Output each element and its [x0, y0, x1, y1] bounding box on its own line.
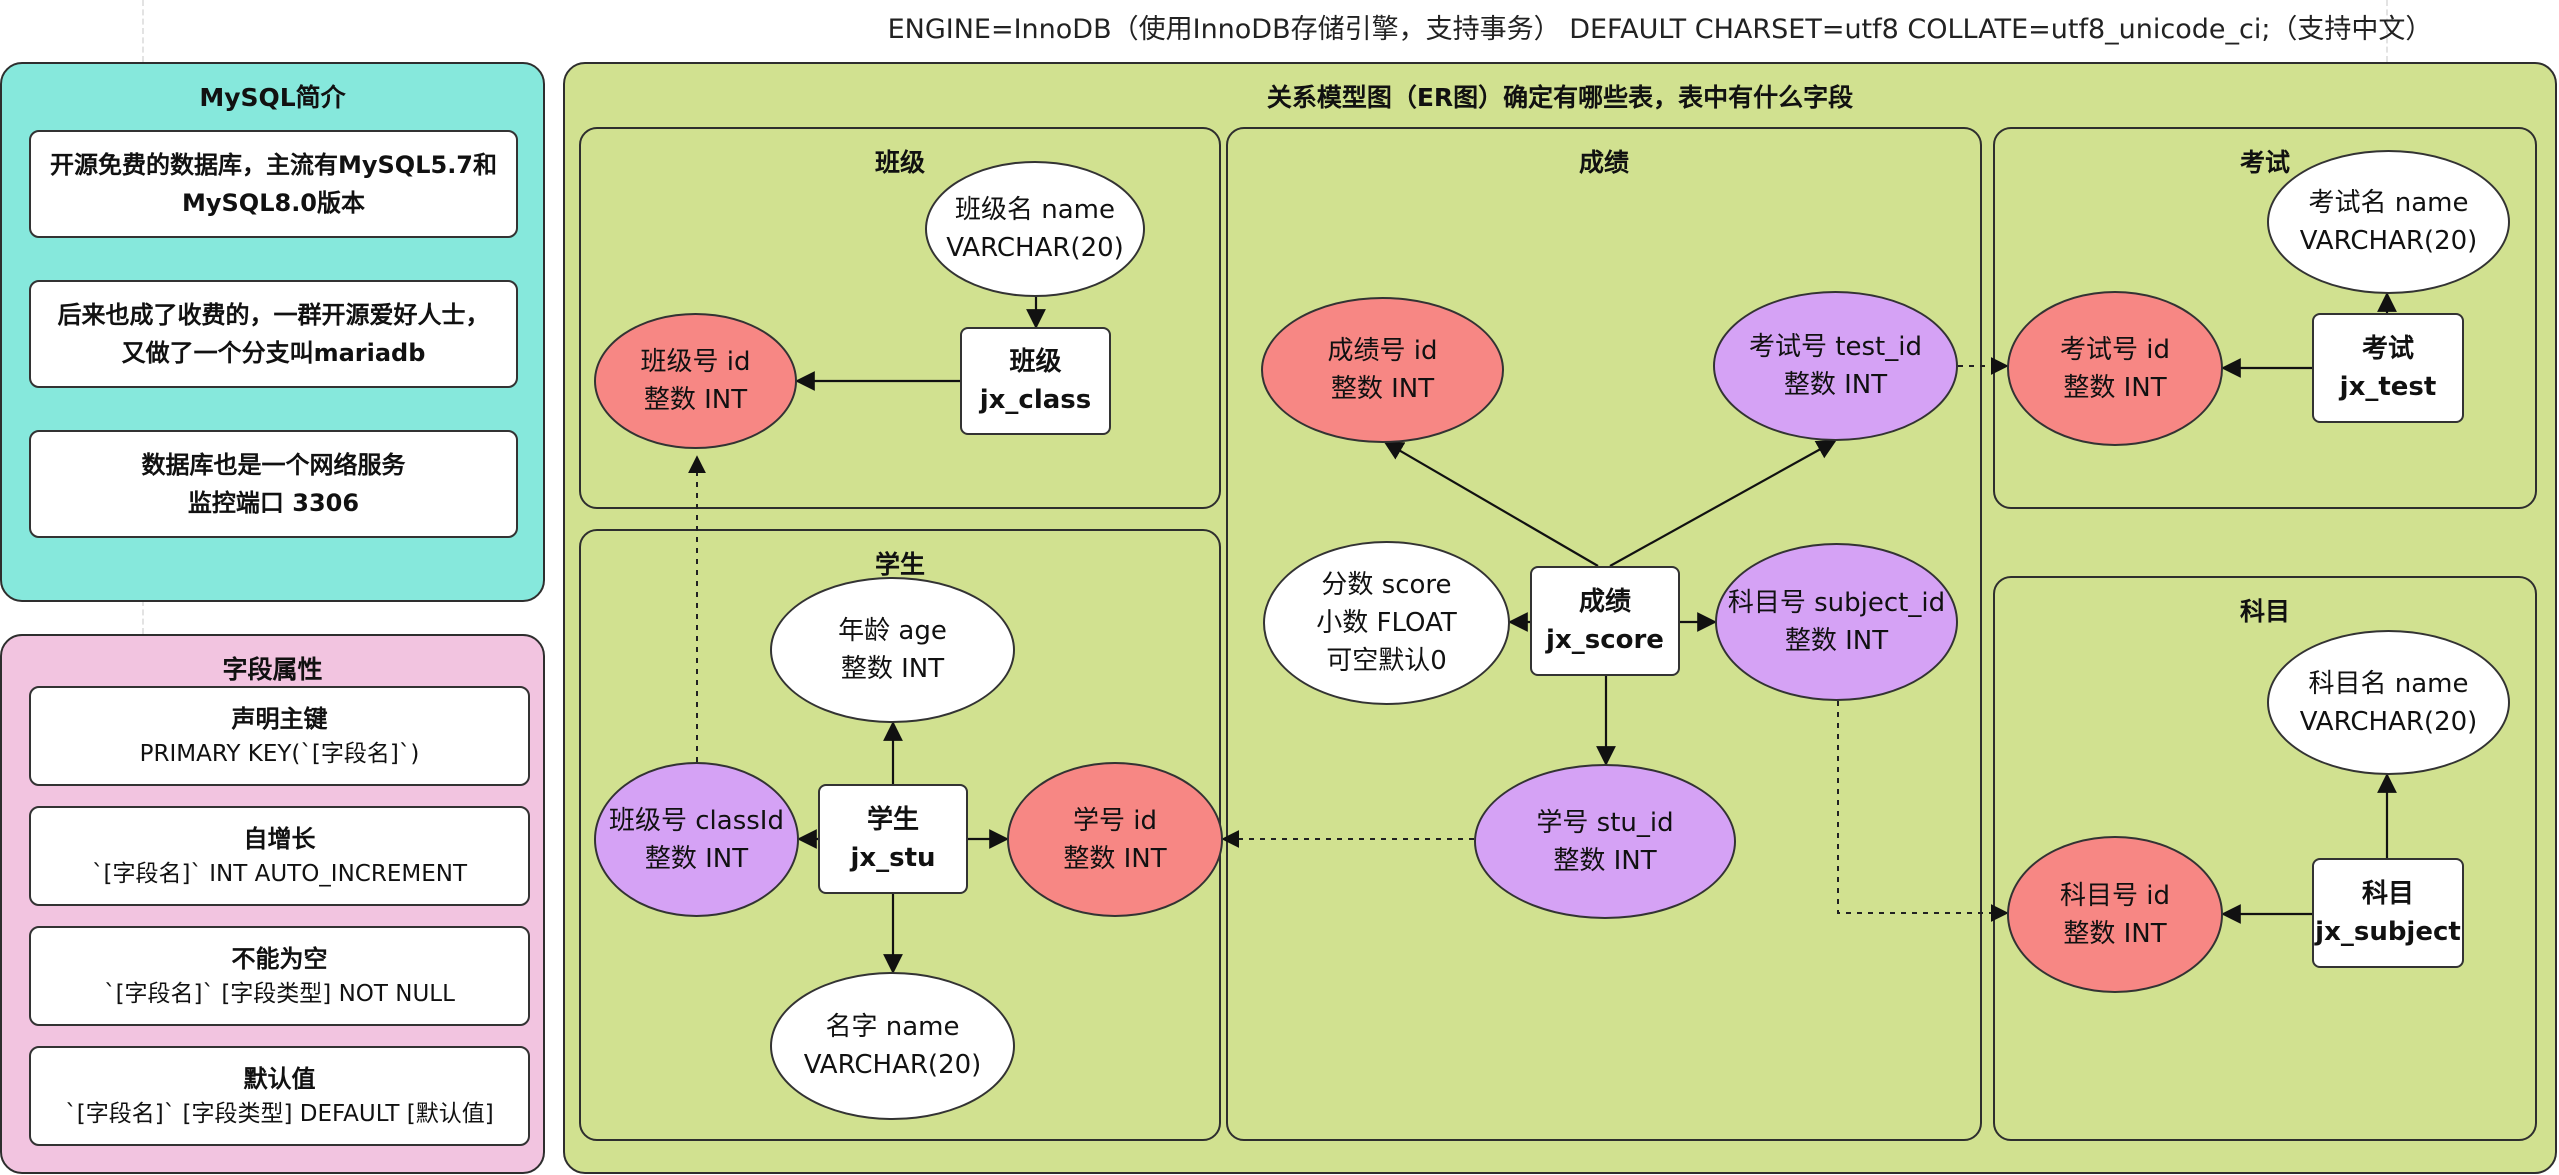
test-entity: 考试 jx_test	[2312, 313, 2464, 423]
class-entity: 班级 jx_class	[960, 327, 1111, 435]
subject-id-field: 科目号 id 整数 INT	[2007, 836, 2223, 993]
score-subjectid-field: 科目号 subject_id 整数 INT	[1715, 543, 1958, 701]
field-prop-item: 不能为空 `[字段名]` [字段类型] NOT NULL	[29, 926, 530, 1026]
field-properties-title: 字段属性	[222, 655, 323, 684]
guide-line	[142, 600, 144, 634]
link-score-testid	[1609, 440, 1837, 567]
fk-subjectid-to-subject	[1837, 701, 2009, 922]
link-score-id	[1383, 441, 1599, 567]
student-id-field: 学号 id 整数 INT	[1007, 762, 1223, 917]
class-table-group: 班级	[579, 127, 1221, 509]
score-stuid-field: 学号 stu_id 整数 INT	[1474, 764, 1736, 919]
test-id-field: 考试号 id 整数 INT	[2007, 291, 2223, 446]
field-prop-item: 自增长 `[字段名]` INT AUTO_INCREMENT	[29, 806, 530, 906]
subject-table-group: 科目	[1993, 576, 2537, 1141]
score-value-field: 分数 score 小数 FLOAT 可空默认0	[1263, 541, 1510, 705]
score-entity: 成绩 jx_score	[1530, 566, 1680, 676]
field-properties-panel: 字段属性 声明主键 PRIMARY KEY(`[字段名]`) 自增长 `[字段名…	[0, 634, 545, 1174]
class-id-field: 班级号 id 整数 INT	[594, 313, 797, 449]
guide-line	[2386, 0, 2388, 62]
field-prop-item: 默认值 `[字段名]` [字段类型] DEFAULT [默认值]	[29, 1046, 530, 1146]
intro-item: 数据库也是一个网络服务 监控端口 3306	[29, 430, 518, 538]
test-name-field: 考试名 name VARCHAR(20)	[2267, 150, 2510, 294]
subject-name-field: 科目名 name VARCHAR(20)	[2267, 630, 2510, 775]
student-classid-field: 班级号 classId 整数 INT	[594, 762, 799, 917]
subject-entity: 科目 jx_subject	[2312, 858, 2464, 968]
test-table-group: 考试	[1993, 127, 2537, 509]
student-name-field: 名字 name VARCHAR(20)	[770, 972, 1015, 1120]
mysql-intro-panel: MySQL简介 开源免费的数据库，主流有MySQL5.7和 MySQL8.0版本…	[0, 62, 545, 602]
engine-charset-note: ENGINE=InnoDB（使用InnoDB存储引擎，支持事务） DEFAULT…	[887, 14, 2433, 45]
student-entity: 学生 jx_stu	[818, 784, 968, 894]
intro-item: 开源免费的数据库，主流有MySQL5.7和 MySQL8.0版本	[29, 130, 518, 238]
score-id-field: 成绩号 id 整数 INT	[1261, 297, 1504, 443]
student-age-field: 年龄 age 整数 INT	[770, 577, 1015, 723]
score-table-group: 成绩	[1226, 127, 1982, 1141]
er-diagram-title: 关系模型图（ER图）确定有哪些表，表中有什么字段	[1266, 83, 1854, 112]
field-prop-item: 声明主键 PRIMARY KEY(`[字段名]`)	[29, 686, 530, 786]
mysql-intro-title: MySQL简介	[199, 83, 346, 112]
class-name-field: 班级名 name VARCHAR(20)	[925, 161, 1145, 297]
intro-item: 后来也成了收费的，一群开源爱好人士， 又做了一个分支叫mariadb	[29, 280, 518, 388]
score-testid-field: 考试号 test_id 整数 INT	[1713, 291, 1958, 441]
guide-line	[142, 0, 144, 62]
